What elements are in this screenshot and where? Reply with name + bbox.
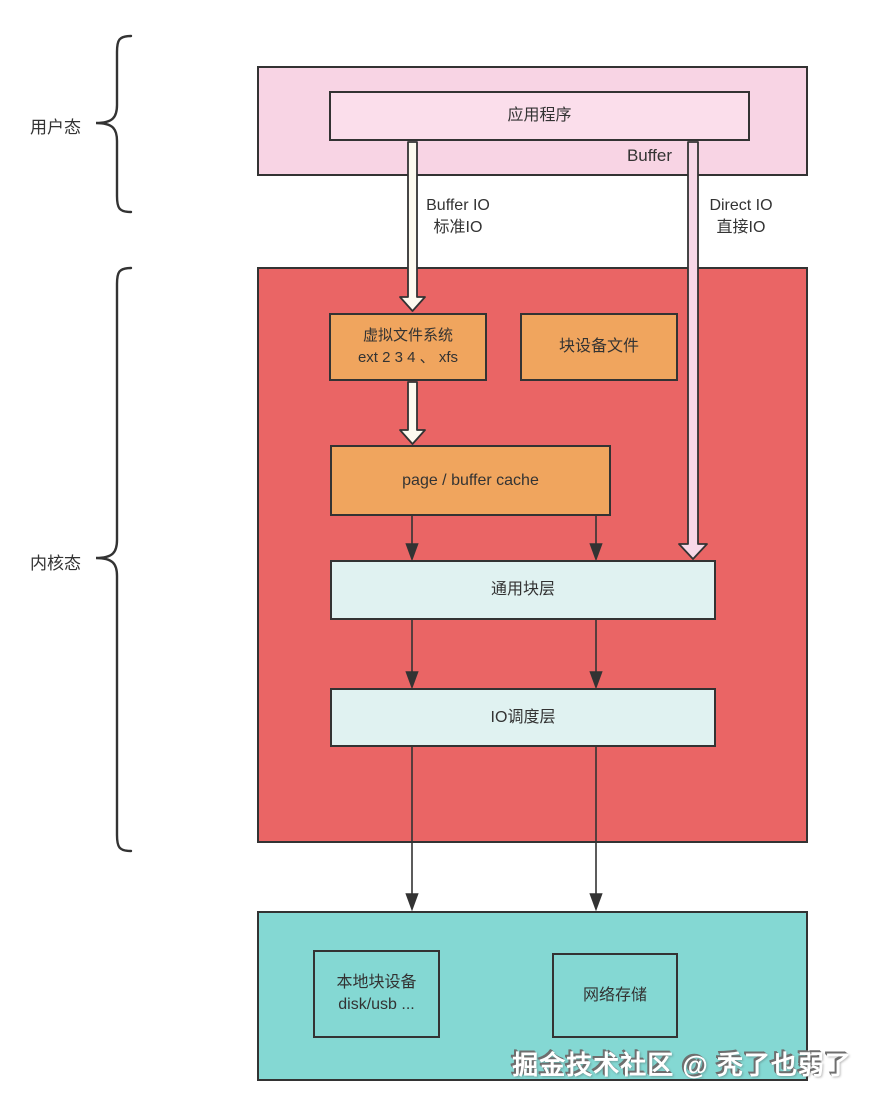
application-label: 应用程序	[507, 107, 572, 124]
vfs-label-line2: ext 2 3 4 、 xfs	[357, 349, 459, 366]
local-block-device-line1: 本地块设备	[336, 974, 417, 991]
vfs-label-line1: 虚拟文件系统	[362, 327, 453, 344]
direct-io-label: Direct IO 直接IO	[681, 195, 801, 239]
kernel-mode-label: 内核态	[30, 554, 81, 573]
buffer-io-label-line2: 标准IO	[433, 219, 483, 236]
block-device-file-label: 块设备文件	[558, 338, 639, 355]
generic-block-layer-label: 通用块层	[490, 581, 555, 598]
direct-io-label-line2: 直接IO	[716, 219, 766, 236]
io-scheduler-layer-box: IO调度层	[330, 688, 716, 747]
page-buffer-cache-box: page / buffer cache	[330, 445, 611, 516]
virtual-file-system-box: 虚拟文件系统 ext 2 3 4 、 xfs	[329, 313, 487, 381]
generic-block-layer-box: 通用块层	[330, 560, 716, 620]
application-box: 应用程序	[329, 91, 750, 141]
buffer-io-label-line1: Buffer IO	[426, 197, 490, 214]
local-block-device-box: 本地块设备 disk/usb ...	[313, 950, 440, 1038]
buffer-note: Buffer	[626, 146, 672, 165]
network-storage-box: 网络存储	[552, 953, 678, 1038]
direct-io-label-line1: Direct IO	[709, 197, 773, 214]
network-storage-label: 网络存储	[582, 986, 647, 1004]
local-block-device-line2: disk/usb ...	[338, 996, 415, 1013]
watermark: 掘金技术社区 @ 秃了也弱了	[512, 1050, 852, 1080]
page-buffer-cache-label: page / buffer cache	[402, 471, 539, 489]
buffer-io-label: Buffer IO 标准IO	[398, 195, 518, 239]
user-mode-label: 用户态	[30, 118, 81, 137]
user-mode-brace-icon	[95, 34, 133, 214]
block-device-file-box: 块设备文件	[520, 313, 678, 381]
io-scheduler-layer-label: IO调度层	[490, 708, 556, 726]
kernel-mode-brace-icon	[95, 266, 133, 853]
